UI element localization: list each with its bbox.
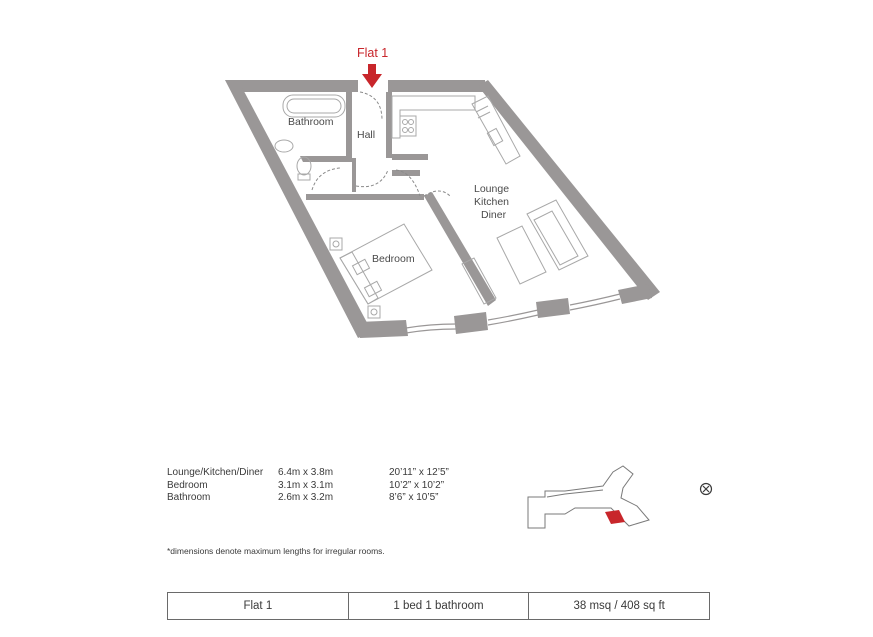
key-plan-highlight [605,510,625,524]
room-label-lounge-3: Diner [481,209,507,221]
summary-flat: Flat 1 [243,600,273,612]
dimension-imperial: 10’2” x 10’2” [389,479,445,491]
floor-plan: Flat 1 Bathroom Hall Lounge Kitchen Dine… [225,46,660,338]
dimension-imperial: 20’11” x 12’5” [389,467,449,478]
room-label-hall: Hall [357,129,375,141]
footnote: *dimensions denote maximum lengths for i… [167,546,385,556]
room-label-lounge-2: Kitchen [474,196,509,208]
north-point-icon [699,482,713,496]
dimension-row: Lounge/Kitchen/Diner 6.4m x 3.8m 20’11” … [167,467,497,480]
walls [225,80,660,338]
dimension-room: Bathroom [167,492,211,503]
dimension-room: Bedroom [167,479,208,491]
arrow-down-icon [362,64,382,88]
dimension-room: Lounge/Kitchen/Diner [167,467,264,478]
fixtures [274,94,589,319]
room-label-lounge-1: Lounge [474,183,509,195]
dimension-metric: 2.6m x 3.2m [278,492,334,503]
doors [311,91,451,197]
summary-area: 38 msq / 408 sq ft [528,593,709,619]
windows [405,293,621,334]
dimension-row: Bathroom 2.6m x 3.2m 8’6” x 10’5” [167,492,497,505]
room-label-bathroom: Bathroom [288,116,334,128]
summary-type: 1 bed 1 bathroom [347,593,529,619]
dimension-metric: 6.4m x 3.8m [278,467,334,478]
dimension-imperial: 8’6” x 10’5” [389,492,439,503]
flat-tag: Flat 1 [357,46,388,60]
dimension-row: Bedroom 3.1m x 3.1m 10’2” x 10’2” [167,480,497,493]
key-plan [527,465,650,529]
dimensions-table: Lounge/Kitchen/Diner 6.4m x 3.8m 20’11” … [167,467,497,505]
dimension-metric: 3.1m x 3.1m [278,479,334,491]
summary-table: Flat 1 1 bed 1 bathroom 38 msq / 408 sq … [167,592,710,620]
room-label-bedroom: Bedroom [372,253,415,265]
